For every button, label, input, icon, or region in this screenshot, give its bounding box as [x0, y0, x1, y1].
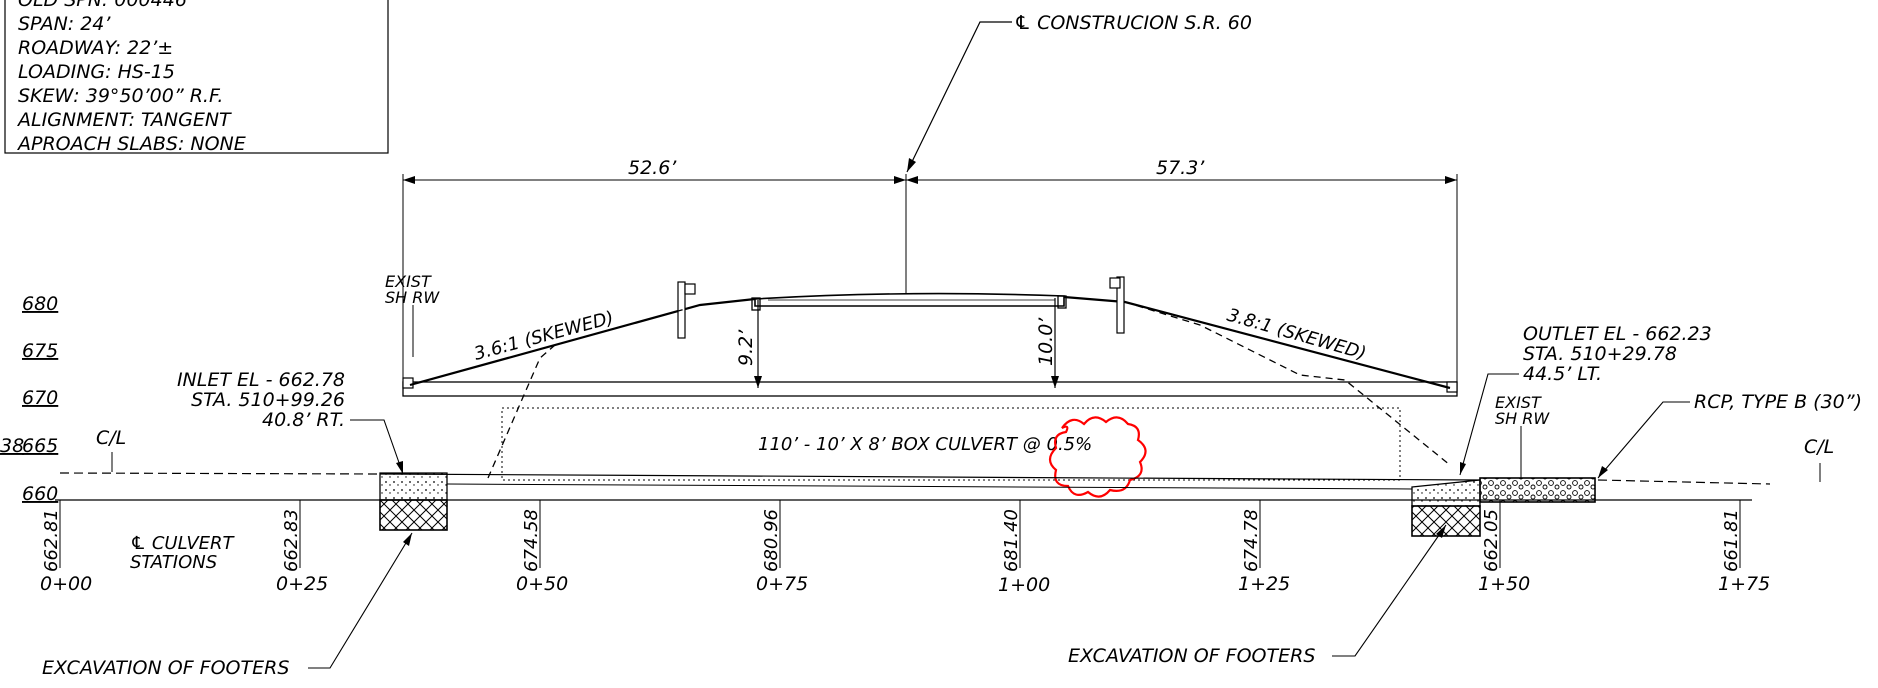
elevation-label: 665 — [22, 435, 58, 457]
excavation-callout-right: EXCAVATION OF FOOTERS — [1068, 524, 1447, 667]
ground-elevation-label: 662.05 — [1481, 509, 1502, 572]
inlet-label: STA. 510+99.26 — [191, 389, 345, 411]
note-line: APROACH SLABS: NONE — [16, 133, 246, 155]
culvert-label: 110’ - 10’ X 8’ BOX CULVERT @ 0.5% — [758, 434, 1092, 455]
exist-right: EXIST SH RW — [1495, 393, 1550, 478]
slope-left-label: 3.6:1 (SKEWED) — [472, 307, 616, 364]
culvert-structure: 9.2’ 10.0’ — [402, 276, 1458, 481]
revision-cloud — [1048, 416, 1147, 498]
elevation-partial-label: 38 — [0, 435, 24, 457]
elevation-label: 660 — [22, 483, 58, 505]
ground-elevation-label: 661.81 — [1721, 509, 1742, 572]
excavation-callout-left: EXCAVATION OF FOOTERS — [42, 532, 413, 679]
rcp-label: RCP, TYPE B (30”) — [1694, 391, 1862, 413]
exist-label: EXIST — [385, 272, 432, 291]
note-line: OLD SPN: 000446 — [18, 0, 187, 11]
ground-elevation-label: 680.96 — [761, 509, 782, 572]
ground-elevation-label: 662.83 — [281, 509, 302, 572]
station-label: 0+75 — [756, 573, 808, 595]
station-label: 0+25 — [276, 573, 328, 595]
dim-right-label: 57.3’ — [1156, 157, 1205, 179]
outlet-label: OUTLET EL - 662.23 — [1523, 323, 1712, 345]
note-line: ALIGNMENT: TANGENT — [16, 109, 232, 131]
note-line: LOADING: HS-15 — [18, 61, 175, 83]
exist-label: EXIST — [1495, 393, 1542, 412]
note-line: SPAN: 24’ — [18, 13, 111, 35]
ground-elevation-label: 674.78 — [1241, 509, 1262, 572]
excavation-label: EXCAVATION OF FOOTERS — [1068, 645, 1315, 667]
ground-elevation-label: 662.81 — [41, 509, 62, 572]
elevation-label: 675 — [22, 340, 58, 362]
outlet-label: STA. 510+29.78 — [1523, 343, 1677, 365]
dim-left-label: 52.6’ — [628, 157, 677, 179]
height-right-label: 10.0’ — [1035, 317, 1057, 366]
centerline-label: C/L — [96, 427, 126, 449]
flowline — [55, 472, 1771, 537]
elevation-scale: 680 675 670 665 38 660 — [0, 293, 58, 505]
station-label: 0+00 — [40, 573, 92, 595]
inlet-label: INLET EL - 662.78 — [177, 369, 345, 391]
centerline-right: C/L — [1804, 436, 1834, 482]
station-label: 1+50 — [1478, 573, 1530, 595]
height-left-label: 9.2’ — [735, 329, 757, 366]
station-label: 1+75 — [1718, 573, 1770, 595]
exist-label: SH RW — [385, 288, 440, 307]
station-label: 0+50 — [516, 573, 568, 595]
inlet-label: 40.8’ RT. — [262, 409, 345, 431]
inlet-callout: INLET EL - 662.78 STA. 510+99.26 40.8’ R… — [177, 369, 404, 475]
culvert-stations-label: STATIONS — [130, 552, 217, 573]
centerline-left: C/L — [96, 427, 126, 472]
excavation-label: EXCAVATION OF FOOTERS — [42, 657, 289, 679]
rcp-callout: RCP, TYPE B (30”) — [1597, 391, 1862, 479]
note-line: SKEW: 39°50’00” R.F. — [18, 85, 223, 107]
exist-left: EXIST SH RW — [385, 272, 440, 357]
outlet-label: 44.5’ LT. — [1523, 363, 1602, 385]
elevation-label: 680 — [22, 293, 58, 315]
notes-box: OLD SPN: 000446 SPAN: 24’ ROADWAY: 22’± … — [4, 0, 389, 155]
station-axis: 662.81 662.83 674.58 680.96 681.40 674.7… — [40, 500, 1770, 596]
station-label: 1+00 — [998, 574, 1050, 596]
elevation-label: 670 — [22, 387, 58, 409]
culvert-stations-label: ℄ CULVERT — [130, 533, 236, 554]
outlet-callout: OUTLET EL - 662.23 STA. 510+29.78 44.5’ … — [1459, 323, 1712, 476]
station-label: 1+25 — [1238, 573, 1290, 595]
construction-callout: ℄ CONSTRUCION S.R. 60 — [906, 12, 1252, 173]
ground-elevation-label: 674.58 — [521, 509, 542, 572]
construction-label: ℄ CONSTRUCION S.R. 60 — [1014, 12, 1252, 34]
centerline-label: C/L — [1804, 436, 1834, 458]
ground-elevation-label: 681.40 — [1001, 509, 1022, 572]
dimension-line: 52.6’ 57.3’ — [402, 157, 1458, 386]
note-line: ROADWAY: 22’± — [18, 37, 173, 59]
exist-label: SH RW — [1495, 409, 1550, 428]
